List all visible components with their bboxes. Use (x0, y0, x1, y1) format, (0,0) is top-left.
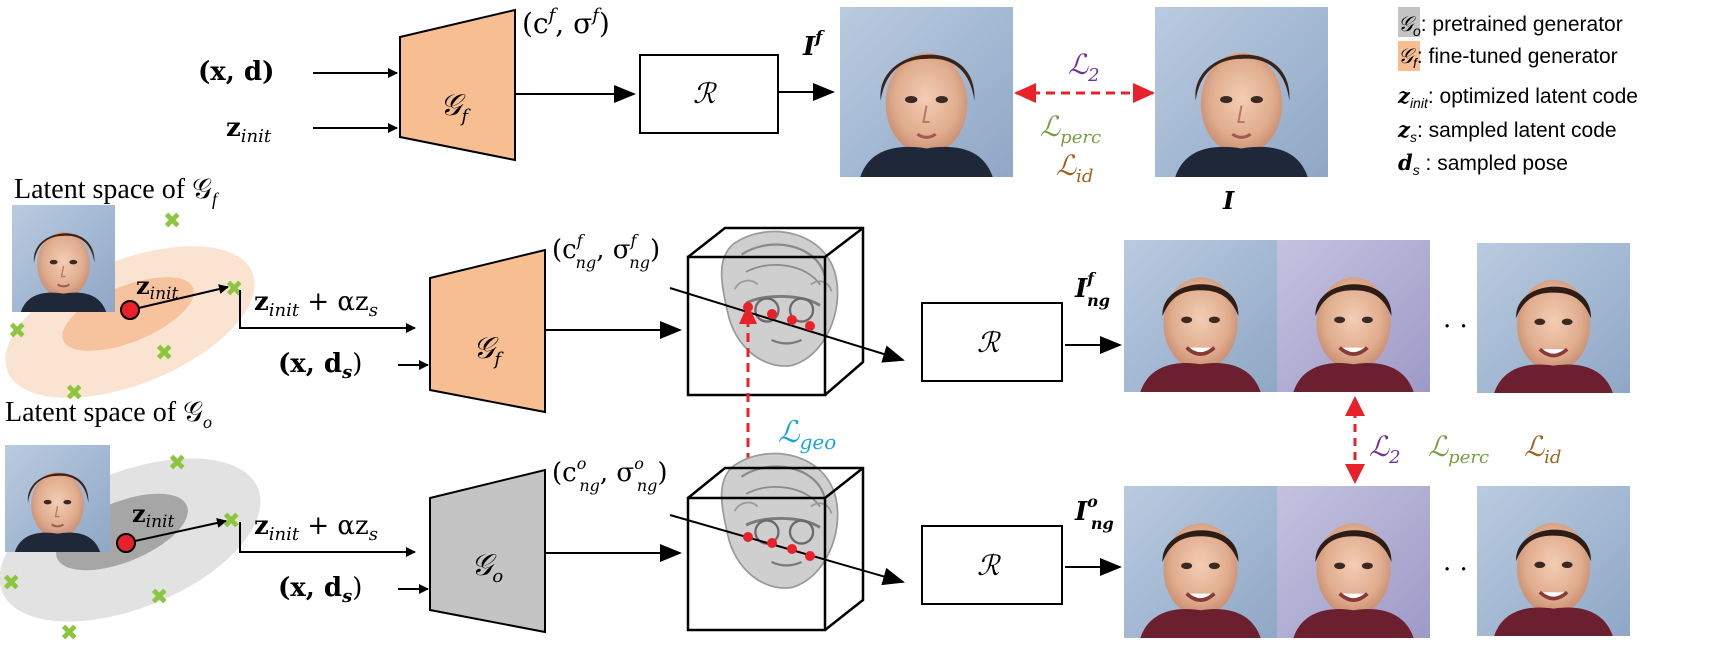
middle-latent-face-image (12, 205, 115, 312)
svg-text:✖: ✖ (65, 381, 83, 406)
bottom-latent-title: Latent space of 𝒢o (5, 397, 212, 432)
middle-latent-title: Latent space of 𝒢f (14, 174, 220, 209)
bottom-row: Latent space of 𝒢o ✖ ✖ ✖ ✖ ✖ zinit zinit… (0, 397, 1630, 646)
middle-sum-label: zinit + αzs (254, 287, 378, 321)
middle-row: Latent space of 𝒢f ✖ ✖ ✖ ✖ ✖ zinit zinit… (5, 174, 1630, 414)
bottom-face-1-image (1124, 486, 1277, 638)
right-losses: ℒ2 ℒperc ℒid (1345, 396, 1561, 484)
bottom-xd-label: (x, ds) (278, 573, 362, 607)
top-output-face-image (840, 7, 1013, 177)
bottom-3d-mesh-cube (669, 452, 905, 632)
right-loss-l2: ℒ2 (1369, 430, 1401, 468)
top-cf-sigmaf: (cf, σf) (522, 5, 610, 40)
bottom-renderer-box (921, 525, 1063, 605)
right-loss-perc: ℒperc (1428, 430, 1489, 468)
top-loss-perc: ℒperc (1040, 110, 1101, 148)
geo-loss-label: ℒgeo (778, 415, 836, 454)
middle-generator-gf (429, 248, 546, 414)
svg-text:✖: ✖ (2, 571, 20, 596)
bottom-face-2-image (1277, 486, 1430, 638)
top-loss-l2: ℒ2 (1068, 48, 1100, 86)
svg-text:✖: ✖ (163, 209, 181, 234)
bottom-sum-label: zinit + αzs (254, 511, 378, 545)
legend-gf: 𝒢f: fine-tuned generator (1398, 44, 1618, 71)
top-target-label: I (1222, 186, 1235, 215)
right-loss-id: ℒid (1524, 430, 1561, 468)
bottom-zinit-label: zinit (132, 499, 174, 532)
top-renderer-box (639, 54, 779, 134)
svg-text:✖: ✖ (8, 319, 26, 344)
bottom-generator-go (429, 468, 546, 634)
svg-text:✖: ✖ (150, 585, 168, 610)
middle-face-3-image (1477, 243, 1630, 393)
top-row: (x, d) zinit 𝒢f (cf, σf) ℛ If I ℒ2 ℒperc… (198, 5, 1328, 215)
legend-go: 𝒢o: pretrained generator (1398, 12, 1623, 39)
middle-zinit-label: zinit (136, 271, 178, 304)
legend-zs: zs: sampled latent code (1397, 117, 1617, 145)
bottom-face-3-image (1477, 486, 1630, 636)
top-target-face-image (1155, 7, 1328, 177)
middle-renderer-box (921, 302, 1063, 382)
legend-zinit: zinit: optimized latent code (1397, 83, 1638, 111)
legend: 𝒢o: pretrained generator 𝒢f: fine-tuned … (1397, 7, 1638, 178)
top-If-label: If (802, 28, 825, 62)
bottom-latent-face-image (5, 445, 110, 552)
top-input-xd: (x, d) (198, 57, 274, 87)
middle-3d-mesh-cube (669, 226, 905, 397)
middle-xd-label: (x, ds) (278, 349, 362, 383)
bottom-zinit-point (116, 533, 136, 553)
svg-text:✖: ✖ (168, 451, 186, 476)
svg-text:✖: ✖ (225, 277, 243, 302)
middle-face-1-image (1124, 240, 1277, 392)
svg-text:✖: ✖ (60, 621, 78, 646)
bottom-renderer-label: ℛ (977, 549, 1001, 582)
top-generator-gf (399, 8, 516, 162)
middle-face-2-image (1277, 240, 1430, 392)
top-renderer-label: ℛ (693, 77, 717, 110)
svg-text:✖: ✖ (155, 341, 173, 366)
legend-ds: ds : sampled pose (1398, 150, 1568, 178)
top-loss-id: ℒid (1056, 149, 1093, 187)
top-input-z: zinit (226, 113, 272, 147)
middle-renderer-label: ℛ (977, 326, 1001, 359)
middle-latent-markers: ✖ ✖ ✖ ✖ ✖ (8, 209, 243, 406)
middle-zinit-point (120, 300, 140, 320)
